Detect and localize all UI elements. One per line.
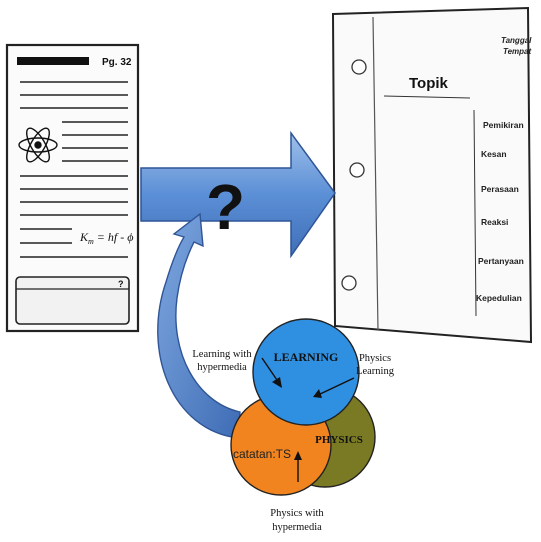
transition-arrow: ? <box>140 130 336 259</box>
textbook-bottom-box <box>15 276 130 325</box>
physics-hypermedia-label: hypermedia <box>272 522 322 533</box>
pointer-arrows <box>261 357 355 482</box>
physics-learning-label: Physics <box>359 353 391 364</box>
notebook-column-line <box>473 109 477 317</box>
notebook-item: Pertanyaan <box>478 256 524 266</box>
venn-diagram: LEARNING PHYSICS catatan:TS Learning wit… <box>192 318 395 533</box>
box-question-mark: ? <box>118 279 124 289</box>
notebook-page: Tanggal Tempat Topik Pemikiran Kesan Per… <box>331 6 533 344</box>
notebook-item: Perasaan <box>481 184 519 194</box>
center-label: catatan:TS <box>233 447 291 461</box>
textbook-title-bar <box>17 57 89 65</box>
curved-arrow <box>157 212 241 439</box>
notebook-item: Kepedulian <box>476 293 522 303</box>
topic-underline <box>383 95 471 99</box>
punch-hole-middle <box>349 162 365 178</box>
notebook-page-border <box>331 6 533 344</box>
pointer-arrowheads <box>272 377 322 460</box>
physics-hypermedia-label: Physics with <box>270 508 324 519</box>
punch-hole-bottom <box>341 275 357 291</box>
learning-hypermedia-label: hypermedia <box>197 362 247 373</box>
notebook-item: Reaksi <box>481 217 508 227</box>
learning-label: LEARNING <box>274 350 339 364</box>
notebook-margin-line <box>372 16 379 331</box>
question-mark: ? <box>206 171 245 243</box>
notebook-item: Pemikiran <box>483 120 524 130</box>
notebook-item: Kesan <box>481 149 507 159</box>
notebook-date-label: Tanggal <box>501 36 532 45</box>
textbook-page: Pg. 32 Km = hf - ϕ ? <box>5 43 140 333</box>
notebook-place-label: Tempat <box>503 47 531 56</box>
punch-hole-top <box>351 59 367 75</box>
physics-label: PHYSICS <box>315 434 363 446</box>
curved-arrow-shape <box>157 212 241 439</box>
atom-icon <box>18 127 58 163</box>
formula: Km = hf - ϕ <box>79 230 133 246</box>
physics-learning-label: Learning <box>356 366 395 377</box>
arrow-shape <box>140 130 336 259</box>
notebook-topic: Topik <box>409 75 449 92</box>
learning-circle <box>252 318 360 426</box>
text-lines <box>20 81 128 258</box>
page-number: Pg. 32 <box>102 57 132 68</box>
learning-hypermedia-label: Learning with <box>192 349 252 360</box>
